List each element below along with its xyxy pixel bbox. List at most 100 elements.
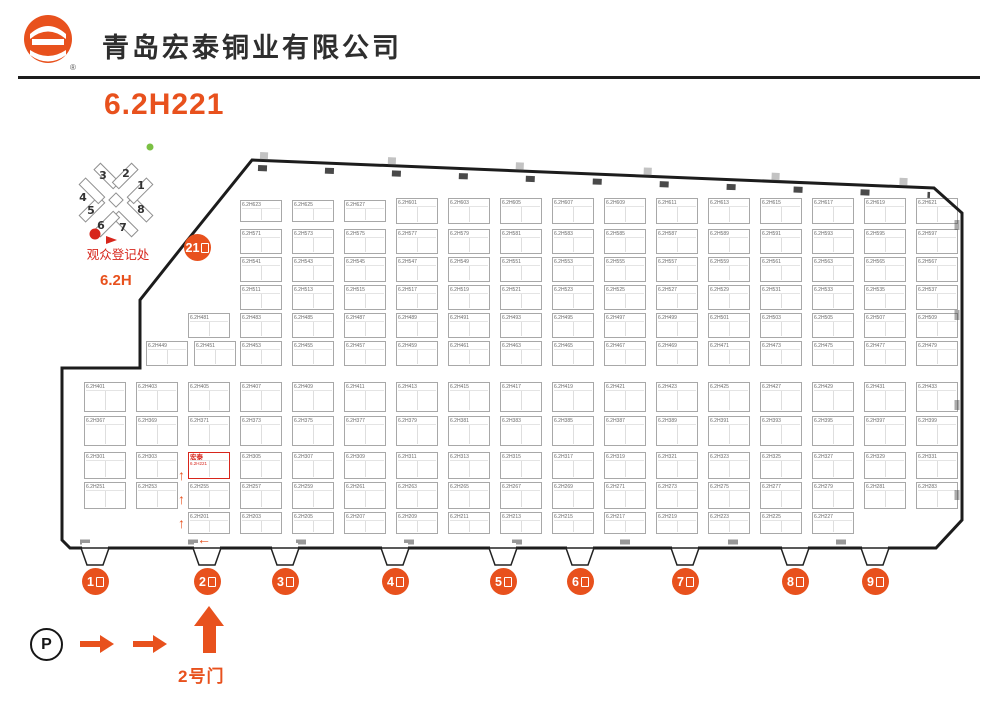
booth-label: 6.2H409 [294,384,313,390]
booth: 6.2H479 [916,341,958,366]
booth: 6.2H373 [240,416,282,446]
booth: 6.2H617 [812,198,854,224]
booth: 6.2H265 [448,482,490,509]
company-logo: ® [20,12,80,74]
booth: 6.2H429 [812,382,854,412]
booth-label: 6.2H251 [86,484,105,490]
booth: 6.2H609 [604,198,646,224]
gate-1-badge: 1 [82,568,109,595]
booth-label: 6.2H393 [762,418,781,424]
booth: 6.2H227 [812,512,854,534]
booth-label: 6.2H281 [866,484,885,490]
booth: 6.2H331 [916,452,958,479]
booth: 6.2H423 [656,382,698,412]
booth-label: 6.2H375 [294,418,313,424]
booth: 6.2H275 [708,482,750,509]
booth: 6.2H493 [500,313,542,338]
booth: 6.2H549 [448,257,490,282]
door-icon [503,576,512,587]
booth: 6.2H505 [812,313,854,338]
booth-label: 6.2H483 [242,315,261,321]
booth: 6.2H271 [604,482,646,509]
booth: 6.2H431 [864,382,906,412]
booth-label: 6.2H475 [814,343,833,349]
gate-number: 1 [87,574,94,589]
booth-label: 6.2H433 [918,384,937,390]
booth-label: 6.2H259 [294,484,313,490]
booth: 6.2H253 [136,482,178,509]
booth: 6.2H207 [344,512,386,534]
booth-label: 6.2H399 [918,418,937,424]
gate-number: 6 [572,574,579,589]
booth-label: 6.2H545 [346,259,365,265]
booth-label: 6.2H277 [762,484,781,490]
booth-label: 6.2H565 [866,259,885,265]
booth: 6.2H527 [656,285,698,310]
booth-label: 6.2H425 [710,384,729,390]
booth: 6.2H561 [760,257,802,282]
booth: 6.2H321 [656,452,698,479]
booth: 6.2H603 [448,198,490,224]
booth-label: 6.2H265 [450,484,469,490]
booth: 6.2H559 [708,257,750,282]
gate-21-badge: 21 [184,234,211,261]
booth-label: 6.2H301 [86,454,105,460]
booth-label: 6.2H377 [346,418,365,424]
door-icon [580,576,589,587]
minimap-green-dot [146,143,154,151]
booth-label: 6.2H557 [658,259,677,265]
booth-label: 6.2H523 [554,287,573,293]
booth: 6.2H487 [344,313,386,338]
booth-label: 6.2H395 [814,418,833,424]
booth: 6.2H623 [240,200,282,222]
booth: 6.2H209 [396,512,438,534]
booth-label: 6.2H463 [502,343,521,349]
booth-label: 6.2H205 [294,514,313,520]
booth: 6.2H433 [916,382,958,412]
booth: 6.2H251 [84,482,126,509]
booth: 6.2H567 [916,257,958,282]
booth: 6.2H627 [344,200,386,222]
booth-label: 6.2H407 [242,384,261,390]
booth-label: 6.2H313 [450,454,469,460]
booth: 6.2H203 [240,512,282,534]
booth: 6.2H571 [240,229,282,254]
booth: 6.2H415 [448,382,490,412]
booth-label: 6.2H563 [814,259,833,265]
booth-label: 6.2H321 [658,454,677,460]
booth-label: 6.2H325 [762,454,781,460]
booth-label: 6.2H591 [762,231,781,237]
booth-label: 6.2H397 [866,418,885,424]
booth: 6.2H625 [292,200,334,222]
booth-label: 6.2H575 [346,231,365,237]
booth-label: 6.2H413 [398,384,417,390]
route-arrow-icon: ← [197,531,211,547]
booth: 6.2H395 [812,416,854,446]
booth-label: 6.2H509 [918,315,937,321]
booth-label: 6.2H531 [762,287,781,293]
booth: 6.2H485 [292,313,334,338]
booth-label: 6.2H603 [450,200,469,206]
booth-label: 6.2H253 [138,484,157,490]
booth-label: 6.2H501 [710,315,729,321]
booth: 6.2H585 [604,229,646,254]
booth-label: 6.2H561 [762,259,781,265]
parking-icon: P [30,628,63,661]
booth: 6.2H413 [396,382,438,412]
booth: 6.2H541 [240,257,282,282]
booth: 6.2H531 [760,285,802,310]
booth-label: 6.2H493 [502,315,521,321]
booth-label: 6.2H405 [190,384,209,390]
booth-label: 6.2H379 [398,418,417,424]
booth-label: 6.2H305 [242,454,261,460]
booth-label: 6.2H261 [346,484,365,490]
booth-label: 6.2H481 [190,315,209,321]
booth-label: 6.2H327 [814,454,833,460]
gate-number: 5 [495,574,502,589]
booth: 6.2H281 [864,482,906,509]
booth: 6.2H557 [656,257,698,282]
booth: 6.2H393 [760,416,802,446]
booth: 6.2H277 [760,482,802,509]
booth-label: 6.2H537 [918,287,937,293]
